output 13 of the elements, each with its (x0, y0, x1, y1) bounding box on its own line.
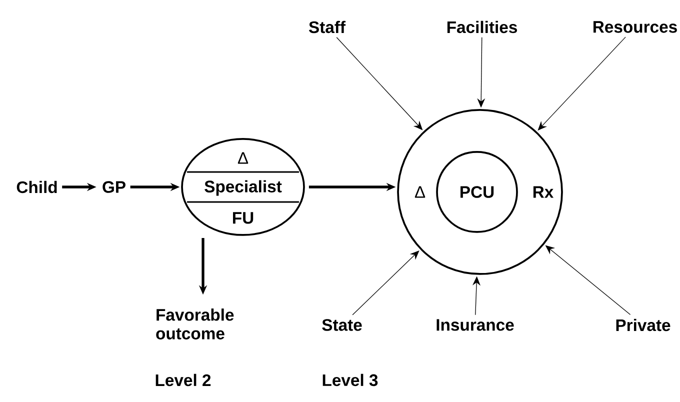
circle-node: PCU (436, 151, 518, 233)
node-label: Insurance (436, 319, 514, 331)
node-label: State (322, 319, 362, 331)
node-label: Child (16, 180, 57, 194)
node-label: GP (102, 181, 126, 193)
node-label: Facilities (447, 20, 517, 34)
node-label: Favorable outcome (156, 308, 234, 340)
node-label: Staff (308, 20, 346, 34)
level-label: Level 2 (156, 374, 211, 386)
node-label: Resources (594, 21, 677, 33)
level-label: Level 3 (322, 374, 378, 386)
ellipse-node: Δ Specialist FU (181, 138, 305, 236)
node-label: Private (616, 318, 670, 332)
